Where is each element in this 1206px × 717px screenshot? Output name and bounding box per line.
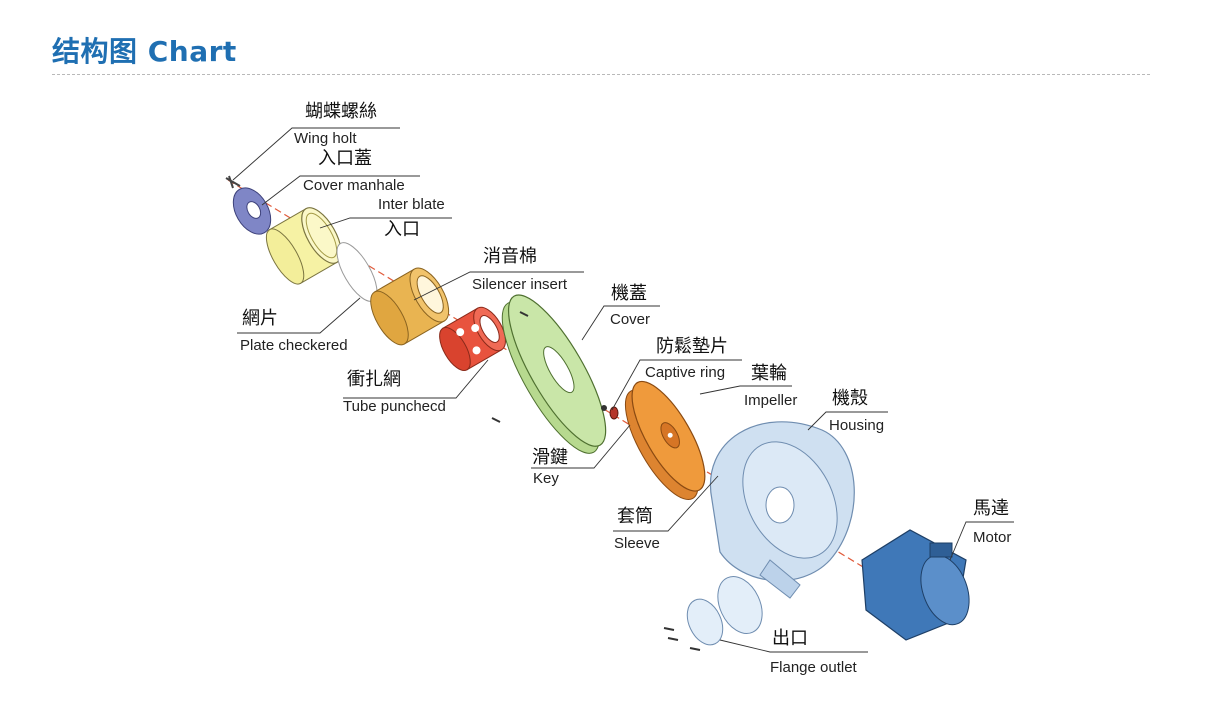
silencer-insert-label-zh: 消音棉: [483, 246, 537, 267]
sleeve-label-zh: 套筒: [617, 506, 653, 527]
cover-part: [501, 294, 607, 454]
motor-label-zh: 馬達: [973, 498, 1009, 519]
motor-part: [861, 529, 970, 641]
impeller-label-en: Impeller: [744, 392, 798, 409]
cover-manhole-label-en: Cover manhale: [303, 177, 405, 194]
housing-part: [709, 421, 855, 599]
key-label-en: Key: [533, 470, 559, 487]
motor-label-en: Motor: [973, 529, 1012, 546]
silencer-insert-part: [370, 267, 450, 346]
sleeve-label-en: Sleeve: [614, 535, 660, 552]
impeller-part: [624, 380, 706, 501]
housing-label-zh: 機殼: [832, 388, 868, 409]
flange-outlet-label-en: Flange outlet: [770, 659, 857, 676]
page-title: 结构图 Chart: [52, 35, 237, 68]
title-divider: [52, 74, 1150, 75]
wing-bolt-label-zh: 蝴蝶螺絲: [305, 101, 377, 122]
inter-plate-label-en: Inter blate: [378, 196, 445, 213]
silencer-insert-label-en: Silencer insert: [472, 276, 568, 293]
captive-ring-label-en: Captive ring: [645, 364, 726, 381]
key-label-zh: 滑鍵: [532, 447, 568, 468]
flange-outlet-part: [663, 576, 763, 651]
captive-ring-label-zh: 防鬆墊片: [656, 336, 728, 357]
plate-checkered-label-en: Plate checkered: [240, 337, 348, 354]
impeller-label-zh: 葉輪: [751, 363, 787, 384]
cover-manhole-part: [265, 207, 342, 285]
inter-plate-label-zh: 入口: [384, 219, 420, 240]
leader-lines: [232, 127, 1014, 653]
cover-manhole-label-zh: 入口蓋: [318, 148, 372, 169]
flange-outlet-label-zh: 出口: [772, 628, 808, 649]
wing-bolt-disc-part: [232, 187, 272, 235]
wing-bolt-part: [225, 175, 241, 189]
cover-label-en: Cover: [610, 311, 651, 328]
housing-label-en: Housing: [829, 417, 885, 434]
tube-punched-label-en: Tube punchecd: [343, 398, 446, 415]
tube-punched-part: [439, 306, 506, 371]
tube-punched-label-zh: 衝扎網: [347, 369, 401, 390]
plate-checkered-label-zh: 網片: [242, 308, 278, 329]
wing-bolt-label-en: Wing holt: [294, 130, 357, 147]
cover-label-zh: 機蓋: [611, 283, 647, 304]
